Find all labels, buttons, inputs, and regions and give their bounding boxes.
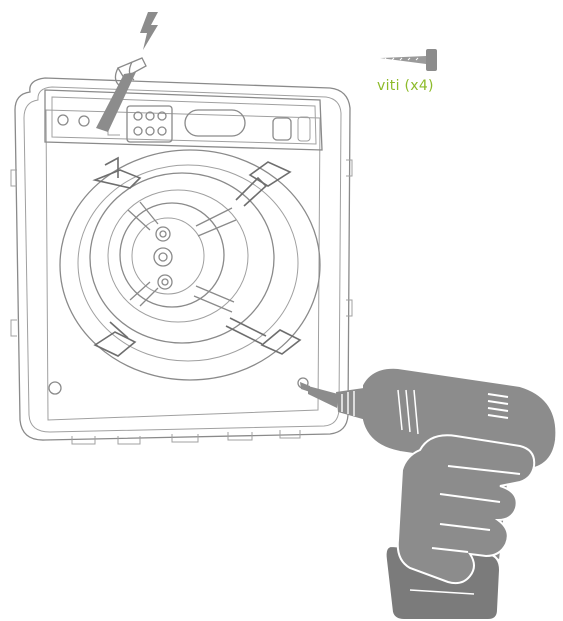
lightning-bolt-icon	[140, 12, 158, 50]
hand-icon	[396, 434, 536, 585]
fan-housing	[10, 57, 353, 445]
screws-label: viti (x4)	[377, 78, 434, 94]
screw-icon	[380, 49, 437, 71]
